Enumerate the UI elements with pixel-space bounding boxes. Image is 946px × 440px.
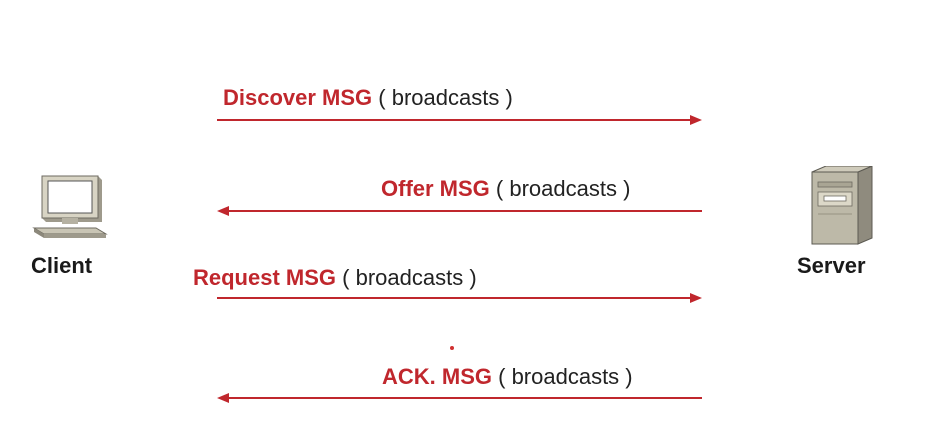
arrow-offer <box>217 206 702 216</box>
message-name: Offer MSG <box>381 176 490 201</box>
server-label: Server <box>797 253 866 278</box>
stray-dot <box>450 346 454 350</box>
message-note: ( broadcasts ) <box>495 176 631 201</box>
arrow-discover <box>217 115 702 125</box>
message-name: ACK. MSG <box>382 364 492 389</box>
message-label-offer: Offer MSG ( broadcasts ) <box>381 176 630 202</box>
server-tower-icon <box>806 165 876 246</box>
message-name: Discover MSG <box>223 85 373 110</box>
client-label: Client <box>31 253 93 278</box>
message-label-request: Request MSG ( broadcasts ) <box>193 265 477 291</box>
message-note: ( broadcasts ) <box>378 85 513 110</box>
message-label-ack: ACK. MSG ( broadcasts ) <box>382 364 633 390</box>
message-note: ( broadcasts ) <box>498 364 633 389</box>
message-name: Request MSG <box>193 265 337 290</box>
message-label-discover: Discover MSG ( broadcasts ) <box>223 85 513 111</box>
message-note: ( broadcasts ) <box>342 265 477 290</box>
computer-icon <box>32 172 108 240</box>
arrow-request <box>217 293 702 303</box>
arrow-ack <box>217 393 702 403</box>
